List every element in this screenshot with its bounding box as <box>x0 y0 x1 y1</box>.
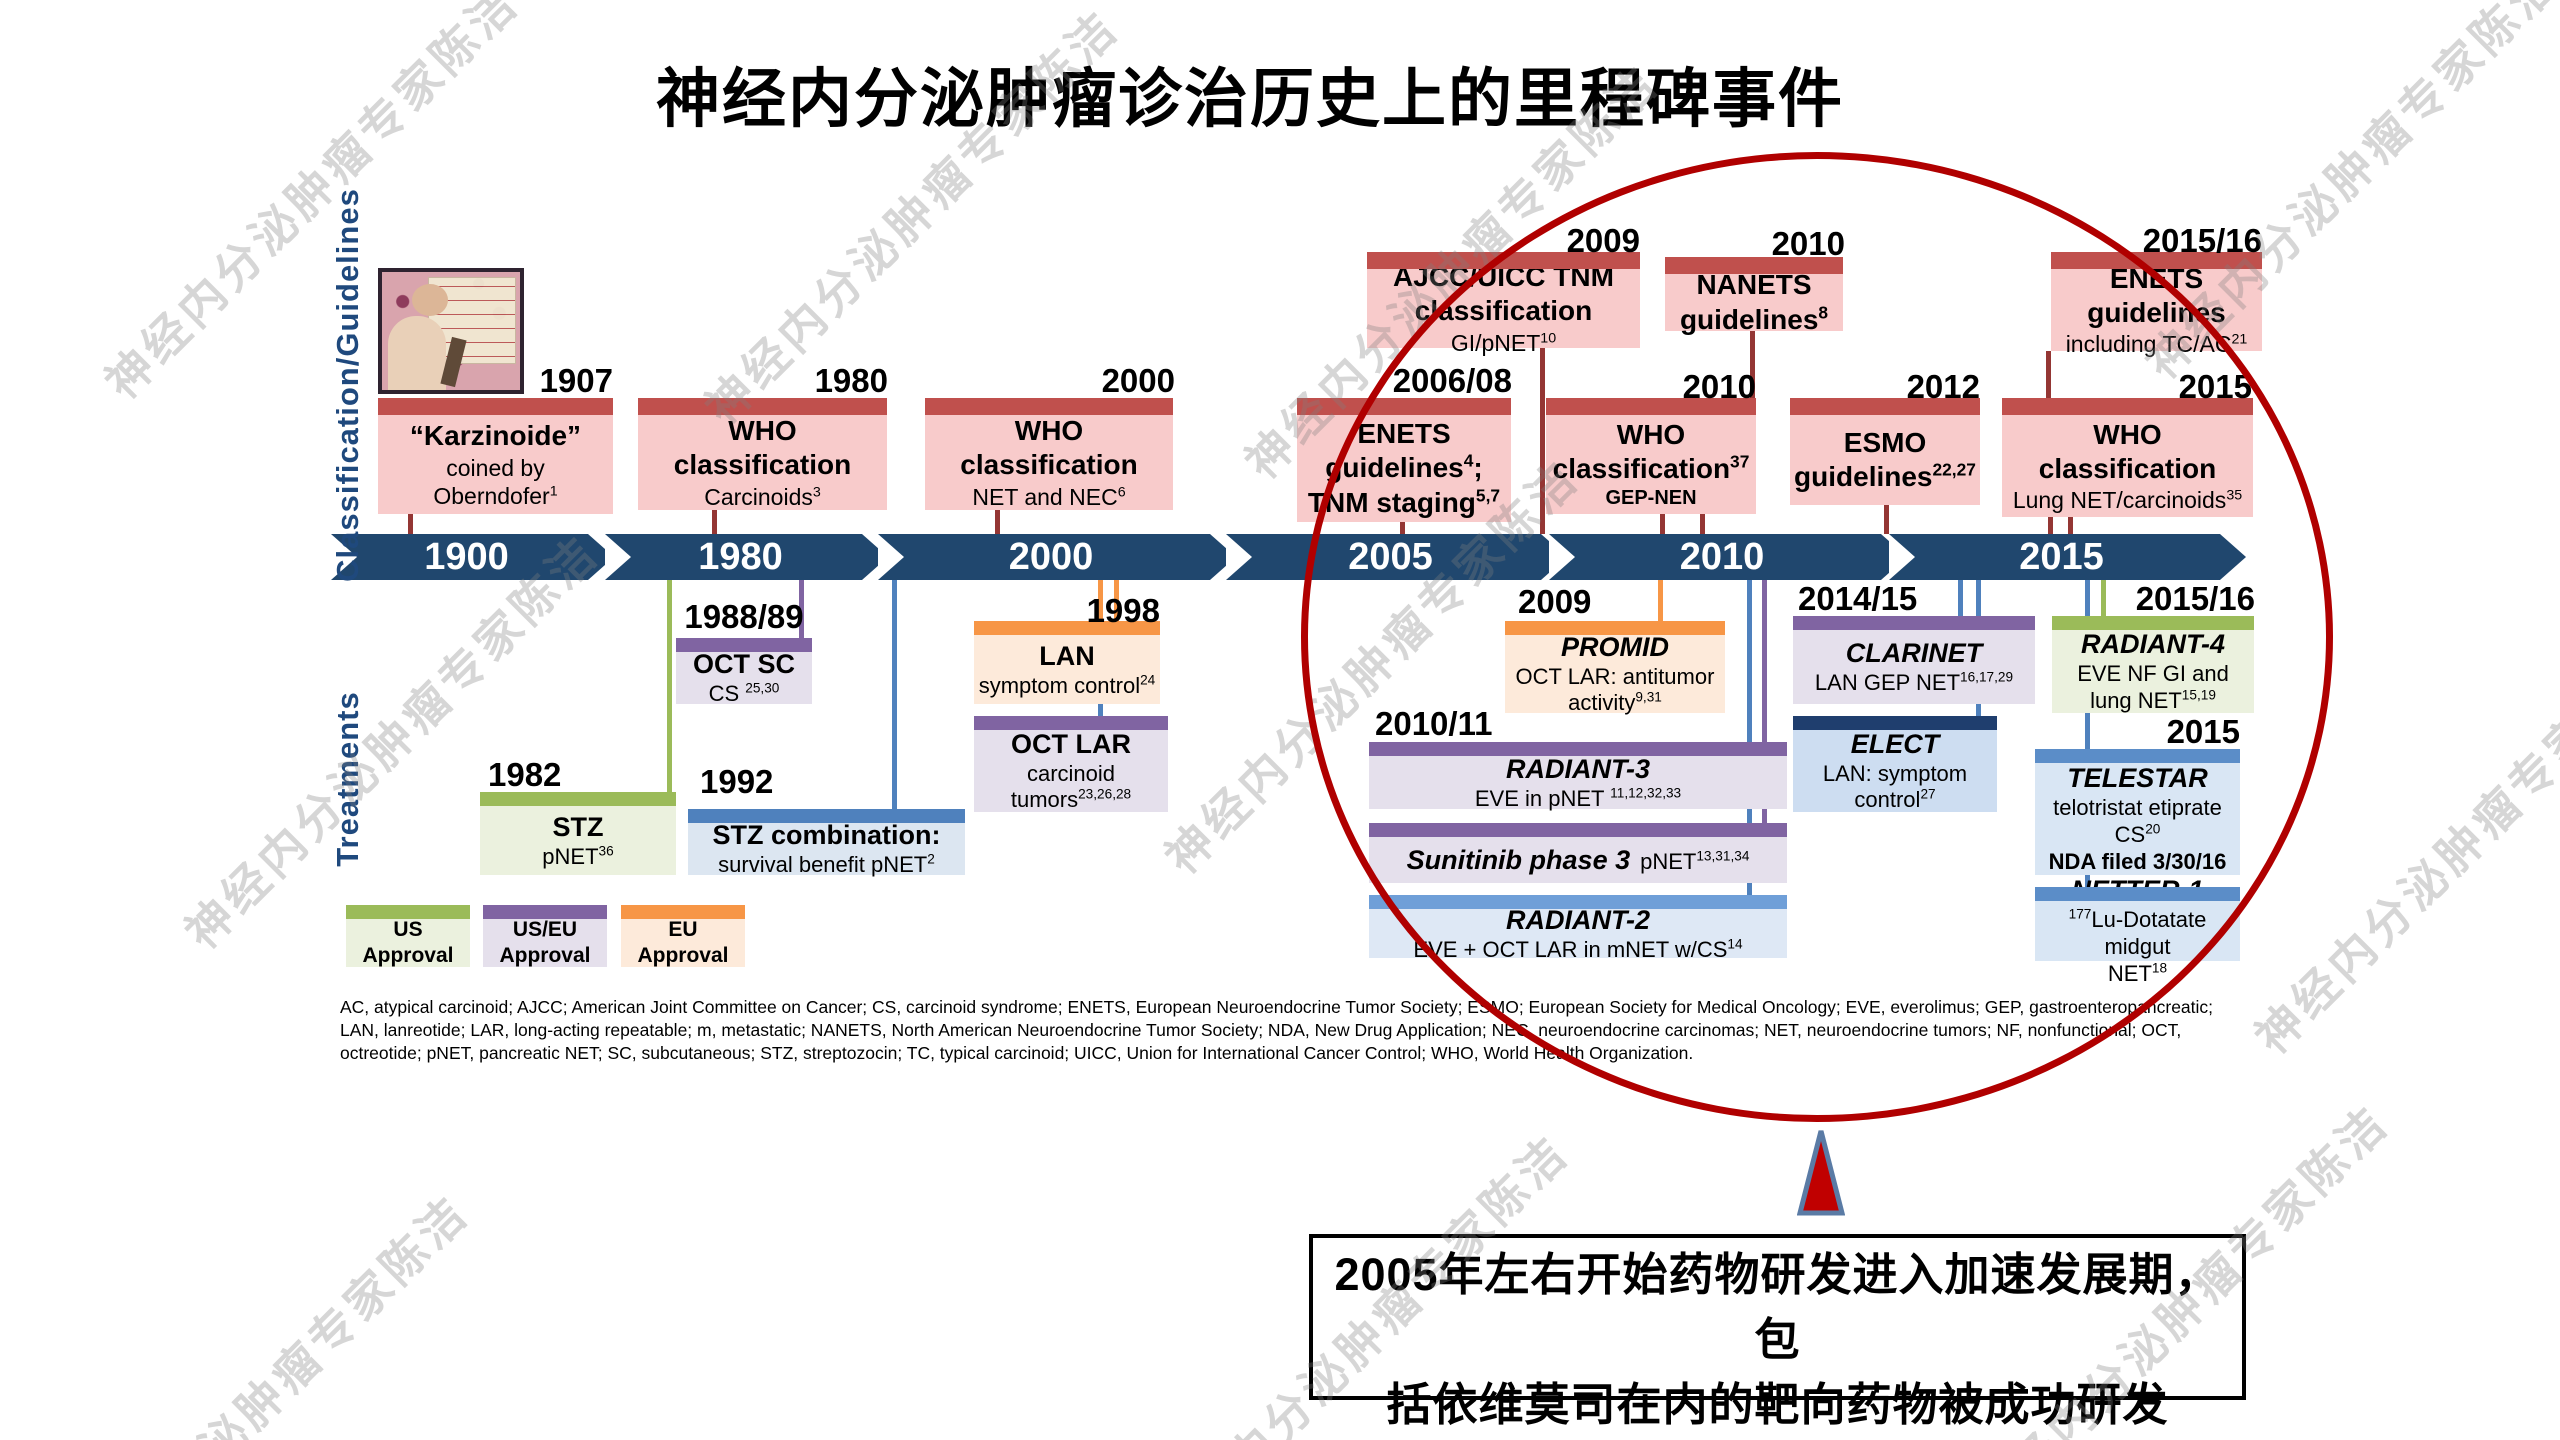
timeline-segment-1980: 1980 <box>605 534 888 580</box>
connector-line <box>1098 580 1103 621</box>
year-label: 2015/16 <box>2142 222 2262 259</box>
year-label: 2000 <box>1101 362 1175 399</box>
callout-line-1: 2005年左右开始药物研发进入加速发展期，包 <box>1334 1249 2221 1365</box>
connector-line <box>1958 580 1963 616</box>
connector-line <box>995 510 1000 534</box>
legend-eu-approval: EU Approval <box>621 905 745 967</box>
footnote-line-3: octreotide; pNET, pancreatic NET; SC, su… <box>340 1043 1694 1063</box>
year-label: 1988/89 <box>684 598 804 635</box>
year-label: 1980 <box>814 362 888 399</box>
treatment-radiant-4: RADIANT-4 EVE NF GI and lung NET15,19 <box>2052 616 2254 713</box>
event-esmo-guidelines-2012: ESMO guidelines22,27 <box>1790 398 1980 505</box>
connector-line <box>1747 580 1752 895</box>
footnote-line-2: LAN, lanreotide; LAR, long-acting repeat… <box>340 1020 2182 1040</box>
treatment-sunitinib-phase-3: Sunitinib phase 3 pNET13,31,34 <box>1369 823 1787 883</box>
timeline-segment-2015: 2015 <box>1889 534 2246 580</box>
year-label: 2006/08 <box>1392 362 1512 399</box>
treatment-netter-1: NETTER-1 177Lu-Dotatate midgut NET18 <box>2035 875 2240 986</box>
year-label: 1982 <box>488 756 562 793</box>
connector-line <box>1540 348 1545 534</box>
connector-line <box>2101 580 2106 616</box>
year-label: 2015 <box>2166 713 2240 750</box>
oberndorfer-photo <box>378 268 524 394</box>
timeline-segment-2005: 2005 <box>1226 534 1567 580</box>
connector-line <box>1660 514 1665 534</box>
year-label: 2015 <box>2178 368 2252 405</box>
connector-line <box>667 580 672 792</box>
legend-us-eu-approval: US/EU Approval <box>483 905 607 967</box>
treatment-promid: PROMID OCT LAR: antitumor activity9,31 <box>1505 621 1725 715</box>
treatment-radiant-3: RADIANT-3 EVE in pNET 11,12,32,33 <box>1369 742 1787 811</box>
classification-guidelines-label: Classification/Guidelines <box>330 188 365 582</box>
year-label: 2010 <box>1771 225 1845 262</box>
treatment-radiant-2: RADIANT-2 EVE + OCT LAR in mNET w/CS14 <box>1369 895 1787 962</box>
treatment-stz: STZ pNET36 <box>480 792 676 875</box>
event-who-classification-1980: WHO classification Carcinoids3 <box>638 398 887 510</box>
connector-line <box>1700 514 1705 534</box>
connector-line <box>2068 517 2073 534</box>
treatment-elect: ELECT LAN: symptom control27 <box>1793 716 1997 812</box>
year-label: 1992 <box>700 763 774 800</box>
treatment-clarinet: CLARINET LAN GEP NET16,17,29 <box>1793 616 2035 704</box>
scientist-figure <box>388 316 446 390</box>
timeline-segment-2000: 2000 <box>878 534 1236 580</box>
connector-line <box>1658 580 1663 621</box>
connector-line <box>1114 580 1119 621</box>
connector-line <box>2046 351 2051 398</box>
watermark: 神经内分泌肿瘤专家陈洁 <box>45 1185 479 1440</box>
treatment-oct-sc: OCT SC CS 25,30 <box>676 638 812 706</box>
treatment-oct-lar: OCT LAR carcinoid tumors23,26,28 <box>974 716 1168 812</box>
callout-box: 2005年左右开始药物研发进入加速发展期，包 括依维莫司在内的靶向药物被成功研发 <box>1309 1234 2246 1430</box>
footnote-line-1: AC, atypical carcinoid; AJCC; American J… <box>340 997 2214 1017</box>
watermark: 神经内分泌肿瘤专家陈洁 <box>175 525 609 959</box>
event-who-classification-gep-nen-2010: WHO classification37 GEP-NEN <box>1546 398 1756 514</box>
connector-line <box>1884 505 1889 534</box>
watermark: 神经内分泌肿瘤专家陈洁 <box>2245 630 2560 1064</box>
year-label: 2010/11 <box>1375 705 1493 742</box>
event-ajcc-uicc-tnm-2009: AJCC/UICC TNM classification GI/pNET10 <box>1367 252 1640 356</box>
connector-line <box>1750 331 1755 398</box>
event-enets-guidelines-2015: ENETS guidelines including TC/AC21 <box>2051 252 2262 357</box>
connector-line <box>2085 580 2090 887</box>
year-label: 2009 <box>1518 583 1592 620</box>
year-label: 2012 <box>1906 368 1980 405</box>
timeline-segment-2010: 2010 <box>1549 534 1907 580</box>
abbreviations-footnote: AC, atypical carcinoid; AJCC; American J… <box>340 996 2213 1065</box>
connector-line <box>2048 517 2053 534</box>
year-label: 2010 <box>1682 368 1756 405</box>
treatments-label: Treatments <box>330 691 365 867</box>
event-karzinoide-1907: “Karzinoide” coined by Oberndofer1 <box>378 398 613 514</box>
connector-line <box>892 580 897 809</box>
year-label: 2009 <box>1566 222 1640 259</box>
event-enets-guidelines-2006: ENETS guidelines4; TNM staging5,7 <box>1297 398 1511 522</box>
treatment-stz-combination: STZ combination: survival benefit pNET2 <box>688 809 965 877</box>
event-who-classification-lung-2015: WHO classification Lung NET/carcinoids35 <box>2002 398 2253 517</box>
year-label: 2014/15 <box>1798 580 1918 617</box>
timeline-segment-1900: 1900 <box>331 534 614 580</box>
callout-line-2: 括依维莫司在内的靶向药物被成功研发 <box>1386 1379 2169 1430</box>
connector-line <box>1400 522 1405 534</box>
year-label: 1907 <box>539 362 613 399</box>
connector-line <box>1098 704 1103 716</box>
treatment-telestar: TELESTAR telotristat etiprate CS20 NDA f… <box>2035 749 2240 875</box>
page-title: 神经内分泌肿瘤诊治历史上的里程碑事件 <box>656 63 1844 135</box>
connector-line <box>799 580 804 638</box>
treatment-lan: LAN symptom control24 <box>974 621 1160 704</box>
event-who-classification-2000: WHO classification NET and NEC6 <box>925 398 1173 510</box>
connector-line <box>1762 580 1767 823</box>
pointer-triangle-icon <box>1797 1130 1845 1216</box>
connector-line <box>712 510 717 534</box>
legend-us-approval: US Approval <box>346 905 470 967</box>
connector-line <box>408 514 413 534</box>
event-nanets-guidelines-2010: NANETS guidelines8 <box>1665 257 1843 335</box>
scientist-head <box>412 284 448 316</box>
year-label: 1998 <box>1086 592 1160 629</box>
year-label: 2015/16 <box>2135 580 2255 617</box>
